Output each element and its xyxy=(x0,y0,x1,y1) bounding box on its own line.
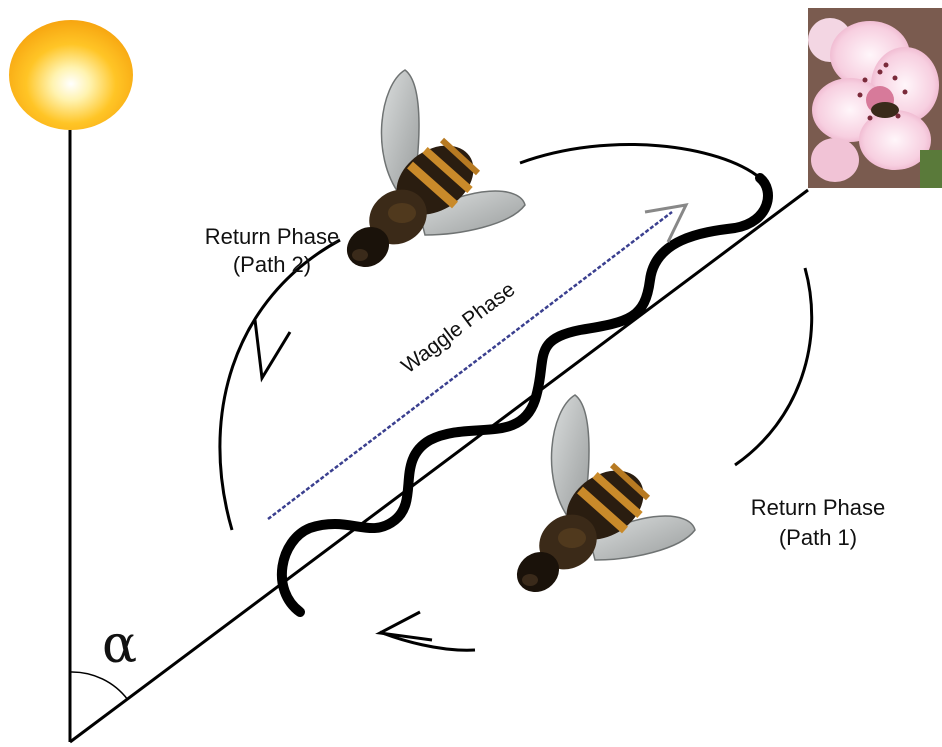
return-phase-path2-label-line2: (Path 2) xyxy=(233,252,311,277)
direction-line xyxy=(70,190,808,742)
return-phase-path1-label-line2: (Path 1) xyxy=(779,525,857,550)
waggle-phase-label: Waggle Phase xyxy=(397,278,519,378)
return-phase-path2-label-line1: Return Phase xyxy=(205,224,340,249)
return-path-2-arrowhead xyxy=(255,320,290,378)
return-phase-path1-label-line1: Return Phase xyxy=(751,495,886,520)
angle-label: α xyxy=(102,615,137,675)
bee-bottom-image xyxy=(509,395,695,600)
flower-image xyxy=(808,8,942,188)
bee-top-image xyxy=(339,70,525,275)
sun-image xyxy=(9,20,133,130)
angle-arc xyxy=(70,672,128,700)
